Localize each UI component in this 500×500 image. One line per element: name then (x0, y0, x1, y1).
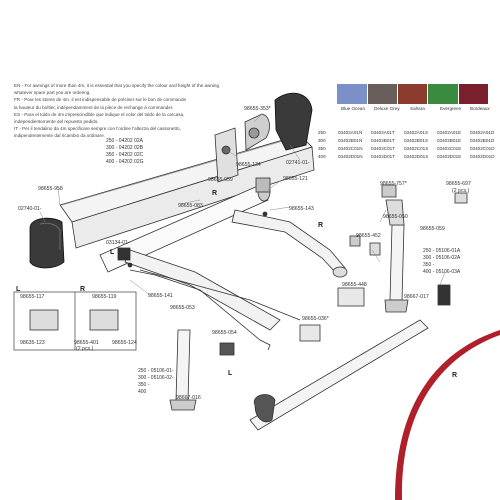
note-line: independientemente del repuesto pedido. (14, 119, 99, 125)
part-number: 98667-016 (176, 395, 201, 401)
part-number: 98655-353* (244, 106, 271, 112)
part-number: 98655-054 (212, 330, 237, 336)
color-name: Bordeaux (470, 106, 490, 111)
note-line: ES - Para el toldo de 4m imprescindible … (14, 111, 185, 117)
roller-tube-drawing (99, 177, 271, 273)
note-line: la hauteur du boîtier, indépendamment de… (14, 104, 174, 110)
part-number: 98635-123 (20, 340, 45, 346)
left-end-cap-drawing (29, 217, 65, 269)
part-number: 98655-401 (74, 340, 99, 346)
part-number: 98655-117 (20, 294, 45, 300)
leader-lines (39, 113, 446, 296)
right-leg-size-list: 250 - 05106-01A 300 - 05106-02A 350 - 40… (423, 248, 461, 275)
part-number: 98655-757* (380, 181, 407, 187)
left-arm-drawing (124, 249, 301, 351)
color-name: Deluxe Grey (374, 106, 400, 111)
ordering-notes: EN - For awnings of more than 4m, it is … (14, 82, 314, 140)
part-count: (2 pcs.) (452, 188, 470, 194)
part-number: 98655-050 (383, 214, 408, 220)
right-end-cap-drawing (214, 92, 313, 183)
color-name: Evergreen (440, 106, 462, 111)
swatch-evergreen (428, 84, 458, 104)
small-parts-drawing (117, 184, 468, 356)
part-number: 98667-017 (404, 294, 429, 300)
part-number: 98655-448 (342, 282, 367, 288)
side-letter-left: L (228, 370, 233, 377)
part-number: 98655-141 (148, 293, 173, 299)
color-name: Blue Ocean (341, 106, 366, 111)
left-leg-size-list: 250 - 05106-01- 300 - 05106-02- 350 - 40… (138, 368, 174, 395)
part-number: 98655-036* (302, 316, 329, 322)
part-number: 98655-083 (178, 203, 203, 209)
part-number: 98655-059 (420, 226, 445, 232)
note-line: EN - For awnings of more than 4m, it is … (14, 83, 220, 88)
swatch-sahara (397, 84, 428, 104)
color-name: Sahara (410, 106, 425, 111)
side-letter-left: L (16, 286, 21, 293)
part-number: 98655-124 (112, 340, 137, 346)
side-letter-right: R (452, 372, 458, 379)
note-line: IT - Per il tendalino da 4m specificare … (14, 126, 181, 132)
part-number: 98655-121 (283, 176, 308, 182)
part-number: 98655-143 (289, 206, 314, 212)
part-number: 98655-958 (38, 186, 63, 192)
part-number: 98655-119 (92, 294, 117, 300)
swatch-bordeaux (458, 84, 488, 104)
part-number: 98655-134 (236, 162, 261, 168)
right-arm-drawing (231, 209, 348, 278)
part-number: 02740-01- (18, 206, 42, 212)
side-letter-right: R (80, 286, 86, 293)
right-leg-drawing (384, 199, 409, 313)
note-line: indipendentemente dal ricambio da ordina… (14, 133, 105, 139)
part-number: 98655-452 (356, 233, 381, 239)
part-number: 98655-697 (446, 181, 471, 187)
side-letter-right: R (318, 222, 324, 229)
case-size-list: 250 - 04202 02A 300 - 04202 02B 350 - 04… (106, 138, 144, 165)
side-letter-left: L (110, 249, 115, 256)
side-letter-right: R (212, 190, 218, 197)
swatch-row (318, 84, 488, 106)
fabric-color-table: Blue Ocean Deluxe Grey Sahara Evergreen … (318, 84, 495, 159)
note-line: FR - Pour les stores de 4m, il est indis… (14, 97, 187, 103)
lower-rail-drawing (249, 319, 429, 431)
part-number: 98655-959 (208, 177, 233, 183)
part-number: 02741-01- (286, 160, 310, 166)
swatch-deluxe-grey (367, 84, 397, 104)
swatch-blue-ocean (337, 84, 367, 104)
bracket-parts-box (13, 291, 137, 351)
note-line: whatever spare part you are ordering. (14, 90, 91, 96)
part-number: 03134-01- (106, 240, 130, 246)
left-leg-drawing (169, 329, 197, 411)
part-number: 98655-053 (170, 305, 195, 311)
part-count: (2 pcs.) (76, 346, 94, 352)
